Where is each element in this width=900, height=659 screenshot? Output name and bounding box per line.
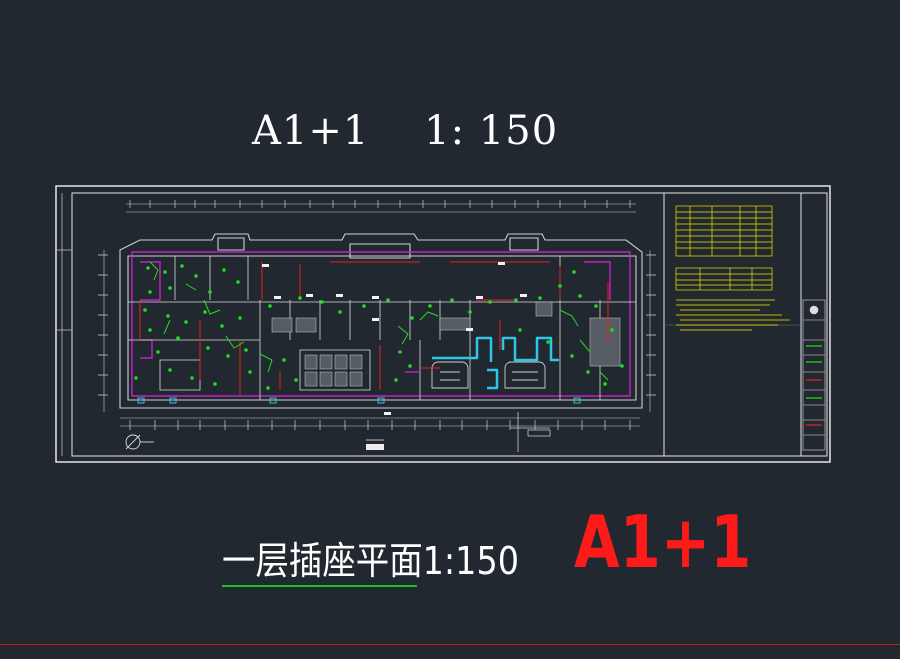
green-outlets bbox=[134, 264, 624, 390]
title-block bbox=[802, 299, 826, 451]
notes-text-lines bbox=[676, 299, 790, 331]
sheet-outer-border bbox=[55, 185, 831, 463]
sheet-inner-border bbox=[71, 192, 828, 457]
title-block-marks bbox=[806, 345, 822, 426]
legend-table-2 bbox=[675, 267, 773, 291]
axis-ticks bbox=[98, 200, 656, 430]
caption-underline bbox=[222, 585, 417, 587]
green-clusters bbox=[149, 261, 609, 381]
room-tags bbox=[262, 262, 527, 415]
red-circuit-runs bbox=[139, 261, 609, 395]
cyan-piping bbox=[432, 336, 559, 390]
dimension-lines bbox=[103, 203, 651, 427]
cyan-markers bbox=[137, 397, 581, 404]
sheet-mark: A1+1 bbox=[574, 500, 752, 584]
legend-table-1 bbox=[675, 205, 773, 257]
entrance-detail bbox=[510, 412, 551, 452]
drawing-scale-title: A1+1 1: 150 bbox=[252, 108, 559, 154]
north-arrow-symbol bbox=[125, 434, 154, 450]
bottom-red-rule bbox=[0, 644, 900, 645]
drawing-label-block bbox=[366, 444, 384, 450]
cyan-pool-outline bbox=[431, 361, 546, 389]
equipment-blocks bbox=[271, 301, 621, 387]
building-walls bbox=[119, 233, 643, 409]
magenta-perimeter bbox=[131, 251, 631, 397]
drawing-caption: 一层插座平面1:150 bbox=[222, 539, 520, 583]
